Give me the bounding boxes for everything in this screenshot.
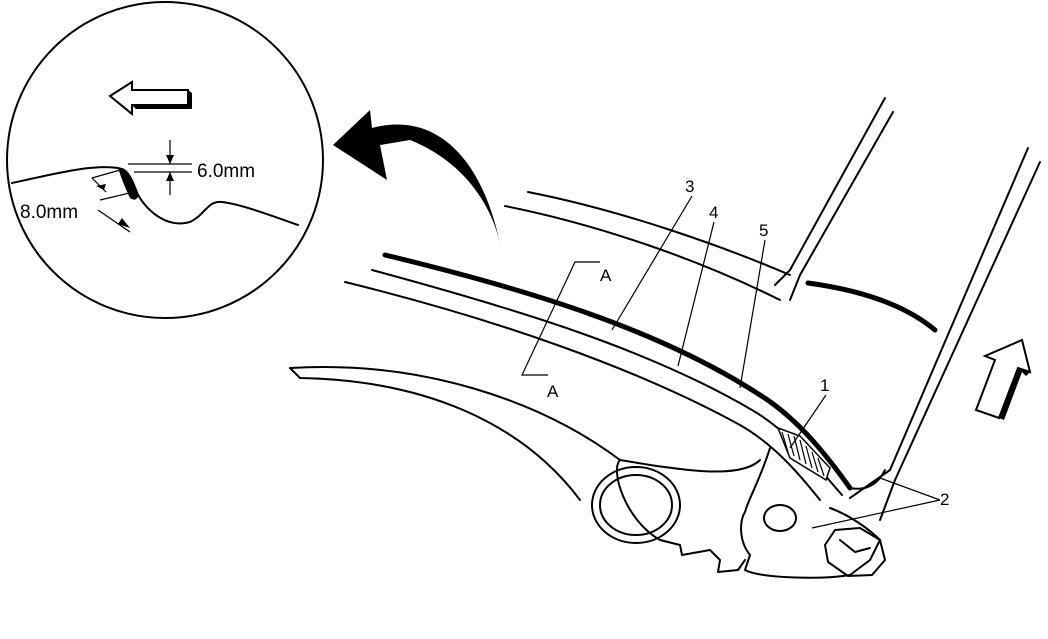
seal-hatched-area bbox=[776, 426, 831, 482]
weatherstrip-main bbox=[382, 252, 853, 491]
detail-direction-arrow-icon bbox=[108, 80, 192, 117]
weatherstrip-upper bbox=[805, 280, 938, 333]
callout-4: 4 bbox=[677, 203, 718, 367]
callout-2: 2 bbox=[811, 477, 949, 529]
dimension-8mm-label: 8.0mm bbox=[20, 202, 78, 223]
callout-3-label: 3 bbox=[685, 177, 694, 196]
dimension-6mm-label: 6.0mm bbox=[197, 161, 255, 182]
window-frame bbox=[289, 97, 1041, 579]
detail-pointer-arrow-icon bbox=[333, 110, 500, 243]
detail-seal-bead bbox=[118, 167, 139, 200]
detail-profile-line bbox=[11, 166, 299, 226]
callout-1-label: 1 bbox=[820, 376, 829, 395]
section-a-bottom-label: A bbox=[547, 382, 559, 401]
detail-view: 6.0mm 8.0mm bbox=[6, 1, 324, 319]
callout-5: 5 bbox=[739, 221, 768, 389]
callout-3: 3 bbox=[611, 177, 694, 331]
dimension-6mm: 6.0mm bbox=[128, 140, 255, 195]
grommet-inner bbox=[599, 474, 673, 536]
callout-5-label: 5 bbox=[759, 221, 768, 240]
callout-2-label: 2 bbox=[940, 490, 949, 509]
section-a-marker: A A bbox=[521, 261, 612, 401]
callout-1: 1 bbox=[789, 376, 829, 449]
section-a-top-label: A bbox=[600, 266, 612, 285]
detail-circle bbox=[6, 1, 324, 319]
bolt-hole bbox=[763, 504, 797, 532]
direction-up-arrow-icon bbox=[974, 338, 1032, 420]
callout-4-label: 4 bbox=[709, 203, 718, 222]
hinge-bracket bbox=[740, 447, 881, 579]
dimension-8mm: 8.0mm bbox=[20, 169, 135, 233]
nut-icon bbox=[824, 527, 886, 577]
grommet-outer bbox=[591, 466, 681, 544]
